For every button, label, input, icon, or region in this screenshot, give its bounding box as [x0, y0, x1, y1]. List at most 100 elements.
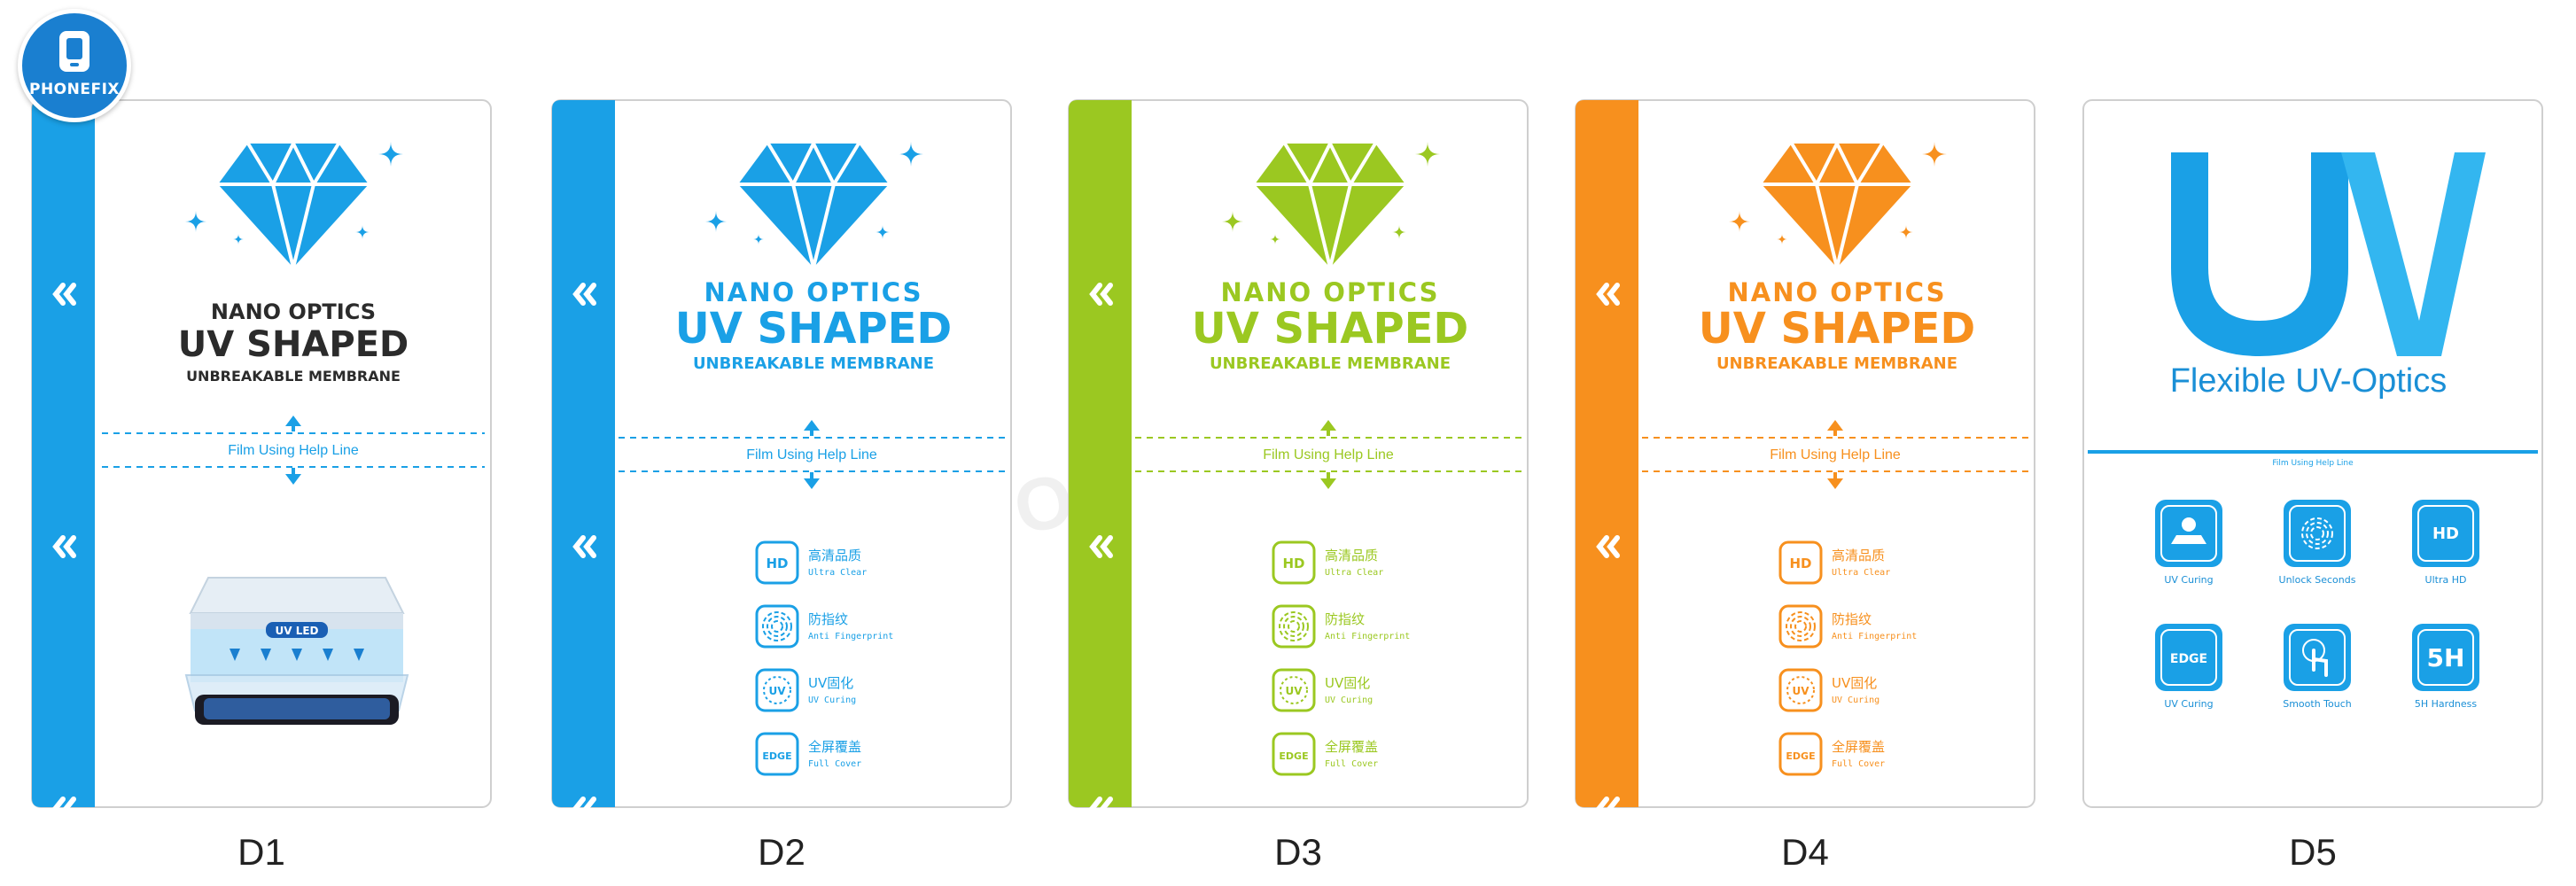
chevron-left-icon [583, 283, 596, 306]
feature-item: UV Curing [2155, 500, 2222, 586]
title-line2: UV SHAPED [1699, 304, 1976, 354]
uv-led-tag [266, 622, 328, 638]
feature-badge-text: UV [1792, 685, 1809, 697]
double-chevron-icon [1596, 283, 1620, 306]
phonefix-logo: PHONEFIX [18, 9, 131, 122]
sparkle-icon [705, 211, 727, 232]
feature-cn-label: 高清品质 [1832, 548, 1885, 563]
accent-side-bar [1576, 100, 1638, 807]
feature-cn-label: 高清品质 [1325, 548, 1378, 563]
arrow-down-icon [804, 478, 820, 489]
double-chevron-icon [52, 283, 76, 306]
chevron-left-icon [52, 283, 66, 306]
chevron-left-icon [583, 535, 596, 558]
uv-logo-u [2171, 152, 2348, 356]
uv-logo-v [2341, 152, 2486, 356]
title-line3: UNBREAKABLE MEMBRANE [693, 354, 934, 373]
sparkle-icon [876, 225, 890, 239]
title-line2: UV SHAPED [1192, 304, 1469, 354]
sparkle-icon [1729, 211, 1750, 232]
double-chevron-icon [1089, 283, 1113, 306]
fingerprint-ring [771, 620, 783, 633]
sparkle-icon [1270, 234, 1280, 245]
caption-d3: D3 [1274, 831, 1322, 873]
sparkle-icon [355, 225, 370, 239]
arrow-up-stem [810, 430, 813, 436]
double-chevron-icon [1089, 797, 1113, 820]
edge-icon [2155, 624, 2222, 691]
uv-curing-icon [755, 668, 799, 712]
sparkle-icon [1777, 234, 1787, 245]
title-line1: NANO OPTICS [211, 299, 376, 324]
chevron-left-icon [1089, 535, 1102, 558]
feature-badge-text: EDGE [1786, 750, 1815, 762]
chevron-left-icon [1607, 797, 1620, 820]
icon-frame [2417, 505, 2474, 562]
fingerprint-ring [1283, 616, 1304, 637]
help-line-label: Film Using Help Line [746, 447, 877, 462]
title-line1: NANO OPTICS [704, 277, 923, 307]
double-chevron-icon [572, 283, 596, 306]
caption-d1: D1 [237, 831, 285, 873]
arrow-up-stem [1833, 430, 1837, 436]
diamond-icon [705, 142, 923, 269]
double-chevron-icon [1596, 535, 1620, 558]
chevron-left-icon [583, 797, 596, 820]
diamond-body [1255, 144, 1405, 268]
feature-en-label: UV Curing [808, 696, 856, 705]
icon-frame [2289, 629, 2346, 686]
icon-badge-text: 5H [2427, 643, 2465, 672]
double-chevron-icon [1596, 797, 1620, 820]
diamond-facet [1815, 183, 1859, 269]
icon-frame [2160, 505, 2217, 562]
icon-label: Smooth Touch [2283, 698, 2352, 710]
sparkle-icon [1922, 142, 1947, 167]
hardness-icon [2412, 624, 2479, 691]
feature-cn-label: UV固化 [808, 675, 853, 691]
chevron-left-icon [63, 535, 76, 558]
uv-ring [763, 676, 791, 704]
diamond-body [738, 144, 889, 268]
sparkle-icon [1415, 142, 1440, 167]
chevron-left-icon [1596, 797, 1609, 820]
chevron-left-icon [52, 797, 66, 820]
chevron-left-icon [52, 535, 66, 558]
icon-frame [2417, 629, 2474, 686]
fingerprint-ring [767, 616, 788, 637]
feature-en-label: UV Curing [1325, 696, 1373, 705]
title-line2: UV SHAPED [675, 304, 953, 354]
uv-arrow-icon [354, 649, 364, 661]
feature-cn-label: 防指纹 [1832, 611, 1872, 627]
film-help-line: Film Using Help Line [619, 420, 1005, 489]
sparkle-icon [1392, 225, 1406, 239]
diamond-icon [185, 142, 403, 269]
diamond-icon [1222, 142, 1440, 269]
diamond-facet [246, 142, 340, 186]
chevron-left-icon [1089, 283, 1102, 306]
fingerprint-ring [1794, 620, 1807, 633]
touch-finger [2312, 649, 2328, 677]
icon-frame [2160, 629, 2217, 686]
diamond-body [218, 144, 369, 268]
feature-cn-label: 全屏覆盖 [1832, 739, 1885, 755]
hd-icon [755, 540, 799, 585]
feature-en-label: Ultra Clear [808, 568, 867, 578]
sparkle-icon [378, 142, 403, 167]
feature-badge-text: EDGE [1279, 750, 1308, 762]
edge-icon [755, 732, 799, 776]
help-line-label: Film Using Help Line [228, 443, 359, 458]
uv-ring [1280, 676, 1308, 704]
feature-en-label: Full Cover [1832, 759, 1885, 769]
uv-curing-icon [2155, 500, 2222, 567]
uv-lamp [2171, 535, 2206, 544]
logo-text: PHONEFIX [28, 81, 121, 98]
